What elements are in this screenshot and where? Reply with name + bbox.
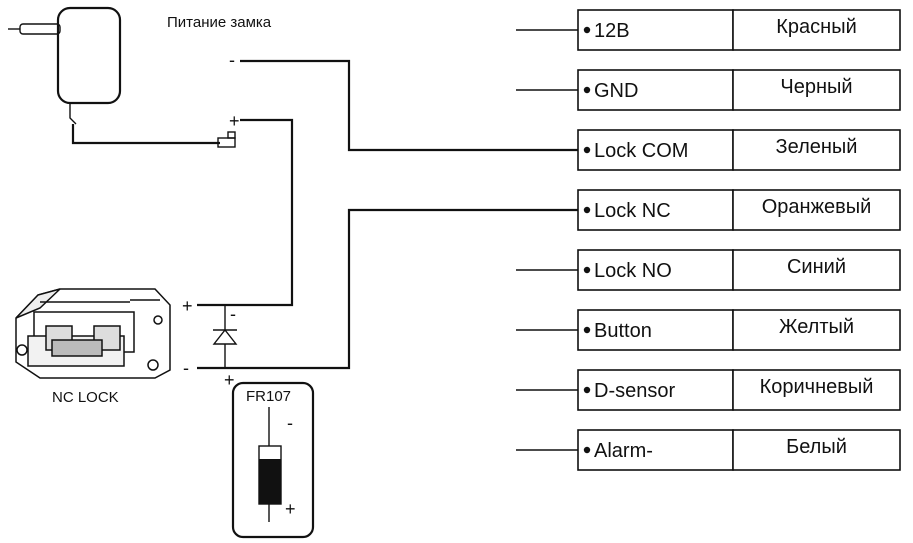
color-cell bbox=[732, 369, 901, 411]
wire-power-plus bbox=[197, 118, 294, 307]
pin-label: Lock NC bbox=[594, 200, 671, 222]
bullet-icon bbox=[583, 446, 591, 454]
pin-label: Lock NO bbox=[594, 260, 672, 282]
minus-sign-adapter: - bbox=[229, 50, 235, 70]
fr107-plus-sign: + bbox=[285, 499, 296, 519]
pin-cell bbox=[577, 309, 734, 351]
nc-lock-label: NC LOCK bbox=[52, 389, 119, 406]
color-cell bbox=[732, 9, 901, 51]
pin-cell bbox=[577, 249, 734, 291]
pin-label: Button bbox=[594, 320, 652, 342]
bullet-icon bbox=[583, 386, 591, 394]
wire-color-label: Черный bbox=[780, 76, 852, 98]
bullet-icon bbox=[583, 146, 591, 154]
terminal-row: GND Черный bbox=[516, 69, 901, 111]
color-cell bbox=[732, 69, 901, 111]
wire-color-label: Белый bbox=[786, 436, 847, 458]
pin-cell bbox=[577, 129, 734, 171]
terminal-row: Lock NC Оранжевый bbox=[577, 189, 901, 231]
wire-color-label: Синий bbox=[787, 256, 846, 278]
diode-plus-sign: + bbox=[224, 370, 235, 390]
wire-color-label: Зеленый bbox=[776, 136, 858, 158]
terminal-row: Button Желтый bbox=[516, 309, 901, 351]
wire-lock-nc bbox=[197, 208, 578, 370]
nc-lock-icon bbox=[15, 288, 171, 379]
color-cell bbox=[732, 309, 901, 351]
pin-label: GND bbox=[594, 80, 638, 102]
wire-color-label: Желтый bbox=[779, 316, 854, 338]
wire-power-minus bbox=[240, 59, 578, 152]
diode-symbol bbox=[212, 305, 238, 368]
power-adapter-icon bbox=[8, 6, 122, 125]
terminal-row: D-sensor Коричневый bbox=[516, 369, 901, 411]
bullet-icon bbox=[583, 206, 591, 214]
pin-cell bbox=[577, 69, 734, 111]
lock-minus-sign: - bbox=[183, 358, 189, 378]
pin-label: Alarm- bbox=[594, 440, 653, 462]
wire-color-label: Коричневый bbox=[760, 376, 874, 398]
plus-sign-adapter: + bbox=[229, 111, 240, 131]
color-cell bbox=[732, 249, 901, 291]
lock-plus-sign: + bbox=[182, 296, 193, 316]
pin-label: 12B bbox=[594, 20, 630, 42]
pin-cell bbox=[577, 189, 734, 231]
bullet-icon bbox=[583, 86, 591, 94]
fr107-label: FR107 bbox=[246, 388, 291, 405]
diode-minus-sign: - bbox=[230, 304, 236, 324]
lock-power-label: Питание замка bbox=[167, 14, 272, 31]
wire-color-label: Красный bbox=[776, 16, 857, 38]
color-cell bbox=[732, 189, 901, 231]
terminal-row: 12B Красный bbox=[516, 9, 901, 51]
pin-cell bbox=[577, 369, 734, 411]
color-cell bbox=[732, 429, 901, 471]
bullet-icon bbox=[583, 26, 591, 34]
terminal-row: Lock COM Зеленый bbox=[577, 129, 901, 171]
wire-color-label: Оранжевый bbox=[762, 196, 872, 218]
terminal-row: Alarm- Белый bbox=[516, 429, 901, 471]
terminal-row: Lock NO Синий bbox=[516, 249, 901, 291]
bullet-icon bbox=[583, 326, 591, 334]
pin-label: D-sensor bbox=[594, 380, 675, 402]
color-cell bbox=[732, 129, 901, 171]
fr107-diode-icon bbox=[231, 381, 315, 539]
pin-label: Lock COM bbox=[594, 140, 688, 162]
fr107-minus-sign: - bbox=[287, 413, 293, 433]
pin-cell bbox=[577, 429, 734, 471]
bullet-icon bbox=[583, 266, 591, 274]
dc-plug-icon bbox=[217, 131, 236, 148]
pin-cell bbox=[577, 9, 734, 51]
